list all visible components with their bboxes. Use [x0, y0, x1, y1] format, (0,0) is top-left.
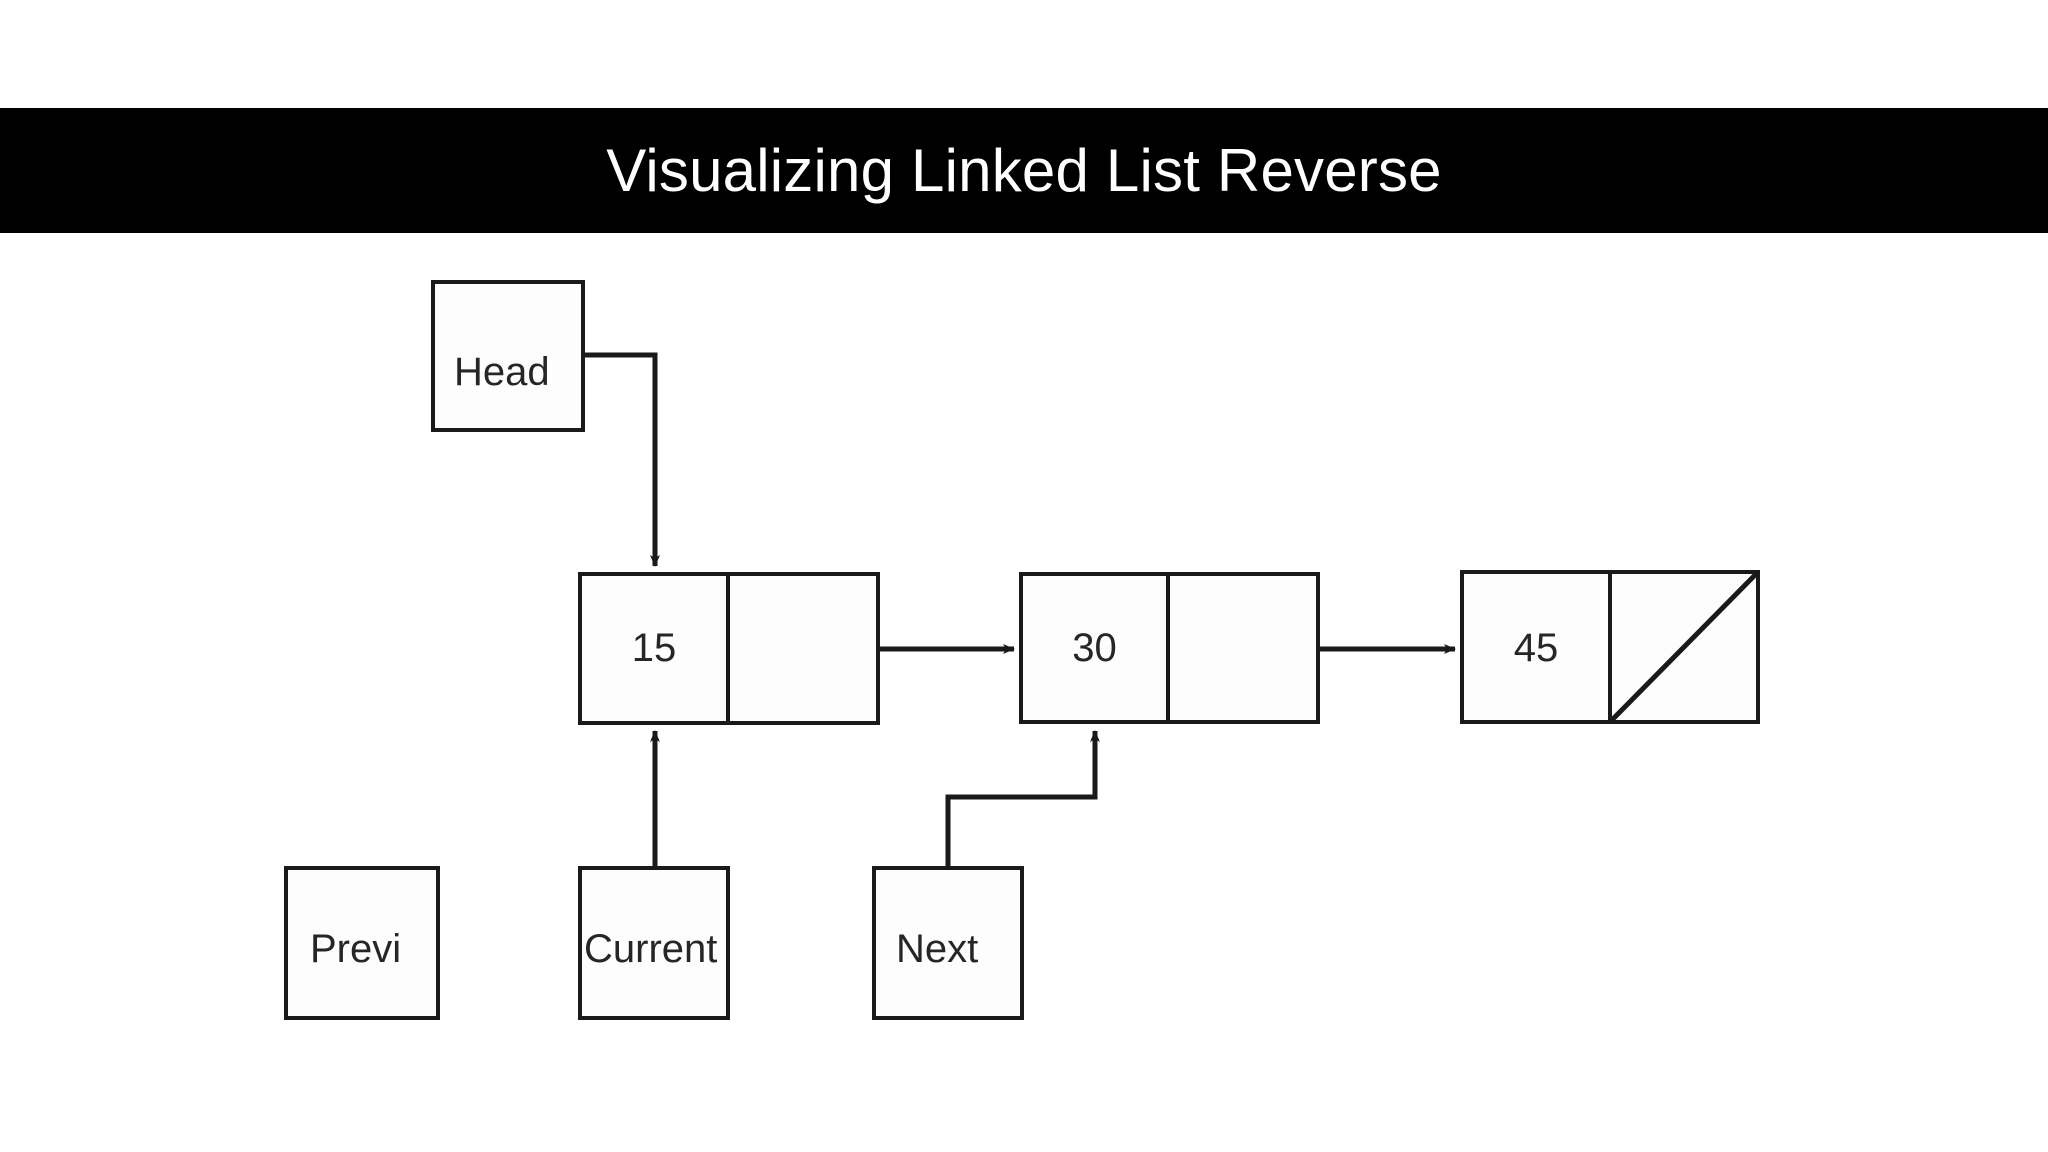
connector-next-to-node-2 — [945, 730, 1100, 868]
title-banner: Visualizing Linked List Reverse — [0, 108, 2048, 233]
prev-pointer-box[interactable] — [284, 866, 440, 1020]
current-pointer-box[interactable] — [578, 866, 730, 1020]
page-title: Visualizing Linked List Reverse — [606, 136, 1442, 204]
null-pointer-slash-icon — [1609, 571, 1759, 723]
head-pointer-box[interactable] — [431, 280, 585, 432]
next-pointer-box[interactable] — [872, 866, 1024, 1020]
connector-head-to-node-1 — [583, 352, 660, 567]
